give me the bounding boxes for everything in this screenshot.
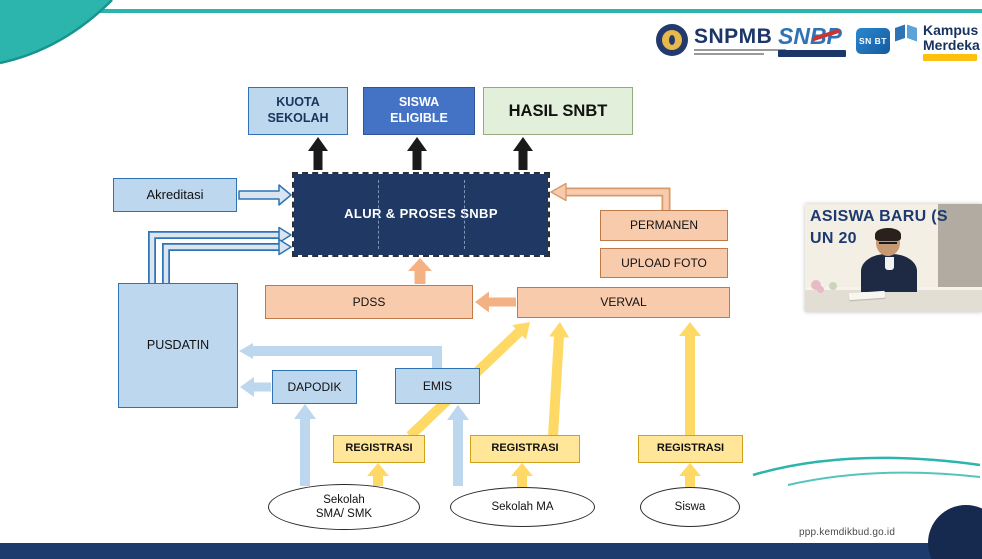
snpmb-subtitle-line bbox=[694, 48, 786, 51]
snpmb-wordmark: SNPMB bbox=[694, 24, 773, 48]
footer-bar bbox=[0, 543, 982, 559]
oval-sekolah-sma-smk: Sekolah SMA/ SMK bbox=[268, 484, 420, 530]
arrow-verval-to-pdss bbox=[475, 291, 516, 313]
arrow-pusdatin-to-alur-1 bbox=[148, 226, 292, 285]
glasses-icon bbox=[879, 242, 897, 244]
arrow-registrasi2-to-verval bbox=[548, 322, 570, 437]
speaker-video-overlay[interactable]: ASISWA BARU (S UN 20 bbox=[805, 204, 982, 312]
box-akreditasi: Akreditasi bbox=[113, 178, 237, 212]
tutwuri-emblem-icon bbox=[656, 24, 688, 56]
top-accent-line bbox=[0, 9, 982, 13]
box-registrasi-2: REGISTRASI bbox=[470, 435, 580, 463]
arrow-pusdatin-to-alur-2 bbox=[162, 238, 292, 285]
arrow-alur-to-eligible bbox=[407, 137, 427, 170]
arrow-pdss-to-alur bbox=[408, 258, 432, 284]
box-pdss: PDSS bbox=[265, 285, 473, 319]
arrow-ma-to-registrasi2 bbox=[511, 463, 533, 487]
arrow-alur-to-kuota bbox=[308, 137, 328, 170]
kampus-merdeka-line2: Merdeka bbox=[923, 36, 980, 53]
arrow-sma-to-registrasi1 bbox=[367, 463, 389, 486]
box-upload-foto: UPLOAD FOTO bbox=[600, 248, 728, 278]
kampus-merdeka-line1: Kampus bbox=[923, 22, 979, 38]
arrow-registrasi3-to-verval bbox=[679, 322, 701, 436]
box-pusdatin: PUSDATIN bbox=[118, 283, 238, 408]
snbt-badge: SN BT bbox=[856, 28, 890, 54]
box-registrasi-3: REGISTRASI bbox=[638, 435, 743, 463]
snpmb-logo: SNPMB bbox=[656, 24, 786, 56]
box-dapodik: DAPODIK bbox=[272, 370, 357, 404]
open-book-icon bbox=[895, 24, 917, 42]
speaker-head bbox=[875, 228, 901, 256]
snpmb-subtitle-line bbox=[694, 52, 764, 55]
snbp-wordmark: SNBP bbox=[778, 23, 842, 49]
oval-siswa: Siswa bbox=[640, 487, 740, 527]
kampus-merdeka-logo: Kampus Merdeka bbox=[893, 22, 980, 62]
box-alur-proses-snbp: ALUR & PROSES SNBP bbox=[292, 172, 550, 257]
box-registrasi-1: REGISTRASI bbox=[333, 435, 425, 463]
arrow-sma-to-dapodik bbox=[294, 404, 316, 486]
logo-row: SNPMB SNBP SN BT Kampus Merdeka bbox=[0, 0, 982, 64]
flowers-decoration bbox=[809, 274, 841, 296]
box-emis: EMIS bbox=[395, 368, 480, 404]
box-siswa-eligible: SISWA ELIGIBLE bbox=[363, 87, 475, 135]
bottom-wave-decoration bbox=[752, 456, 981, 486]
arrow-alur-to-hasil bbox=[513, 137, 533, 170]
box-hasil-snbt: HASIL SNBT bbox=[483, 87, 633, 135]
arrow-akreditasi-to-alur bbox=[238, 184, 292, 206]
arrow-siswa-to-registrasi3 bbox=[679, 463, 701, 487]
oval-sekolah-ma: Sekolah MA bbox=[450, 487, 595, 527]
corner-circle-button[interactable] bbox=[928, 505, 982, 559]
snbp-subtitle-bar bbox=[778, 50, 846, 57]
box-permanen: PERMANEN bbox=[600, 210, 728, 241]
corner-swoosh-decoration bbox=[0, 0, 113, 65]
alur-dashed-divider bbox=[378, 180, 379, 249]
screen-title-fragment-1: ASISWA BARU (S bbox=[810, 208, 948, 225]
snbp-logo: SNBP bbox=[778, 25, 850, 57]
arrow-dapodik-to-pusdatin bbox=[240, 377, 271, 397]
speaker-body bbox=[861, 254, 917, 292]
arrow-ma-to-emis bbox=[447, 405, 469, 486]
box-verval: VERVAL bbox=[517, 287, 730, 318]
box-kuota-sekolah: KUOTA SEKOLAH bbox=[248, 87, 348, 135]
footer-url: ppp.kemdikbud.go.id bbox=[799, 527, 896, 538]
arrow-permanen-to-alur bbox=[550, 182, 671, 212]
alur-dashed-divider bbox=[464, 180, 465, 249]
kampus-merdeka-badge bbox=[923, 54, 977, 62]
screen-title-fragment-2: UN 20 bbox=[810, 230, 857, 247]
